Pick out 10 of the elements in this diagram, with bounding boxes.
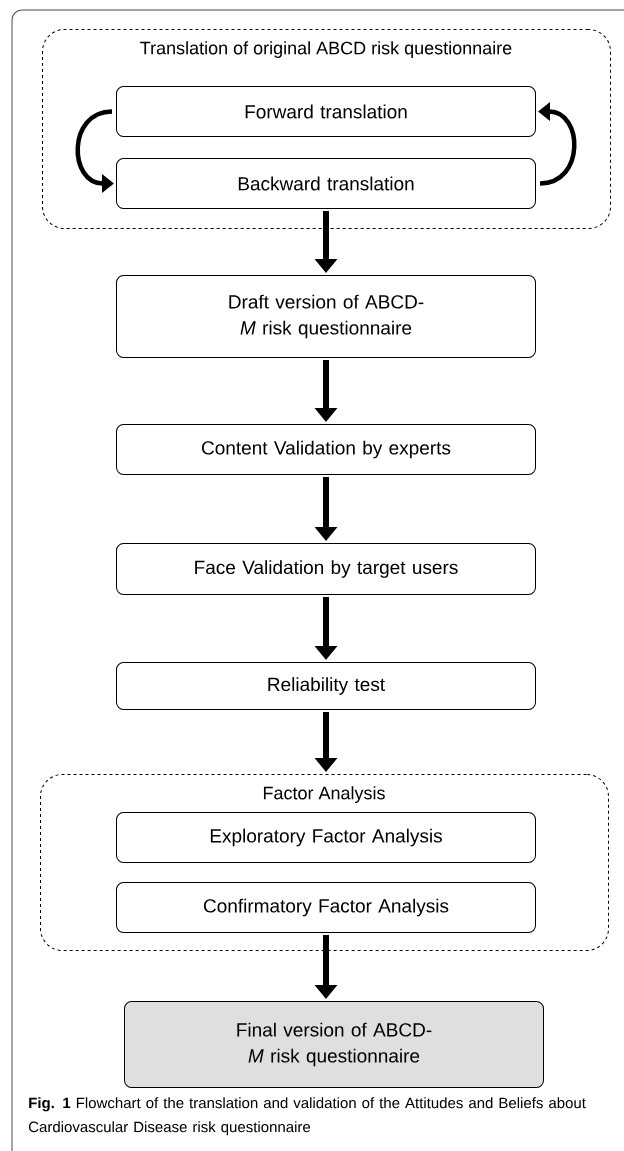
process-box: Reliability test [116,662,536,710]
process-box: Exploratory Factor Analysis [116,812,536,863]
process-box: Confirmatory Factor Analysis [116,882,536,933]
process-box: Face Validation by target users [116,543,536,595]
process-box: Backward translation [116,158,536,209]
process-box: Content Validation by experts [116,424,536,475]
process-box: Final version of ABCD-M risk questionnaire [124,1001,544,1088]
process-box: Draft version of ABCD-M risk questionnaire [116,275,536,358]
caption: Fig. 1 Flowchart of the translation and validation of the Attitudes and Beliefs about Cardiovascular Disease risk questionnaire [28,1097,586,1136]
process-box: Forward translation [116,86,536,137]
